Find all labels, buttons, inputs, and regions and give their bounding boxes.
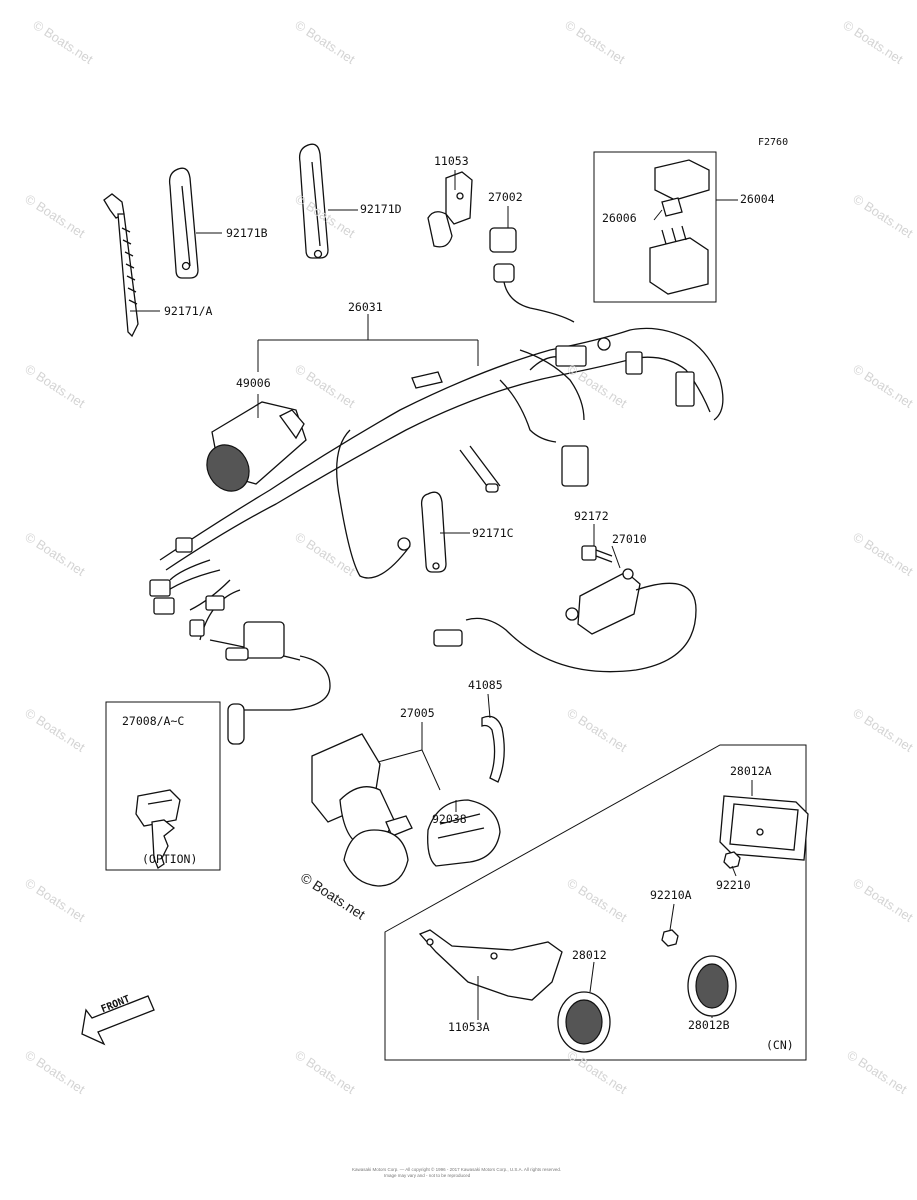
sleeve-49006 xyxy=(206,401,307,492)
nut-92210a xyxy=(661,929,679,947)
callout-27010[interactable]: 27010 xyxy=(612,532,647,546)
callout-26006[interactable]: 26006 xyxy=(602,211,637,225)
cn-note: (CN) xyxy=(766,1038,794,1052)
callout-26004[interactable]: 26004 xyxy=(740,192,775,206)
reflector-plate-28012a xyxy=(719,795,809,861)
switch-27010 xyxy=(433,568,697,673)
key-option-box xyxy=(105,701,221,871)
main-harness-26031 xyxy=(149,327,724,745)
leader-lines xyxy=(130,170,753,1020)
callout-49006[interactable]: 49006 xyxy=(236,376,271,390)
callout-28012a[interactable]: 28012A xyxy=(730,764,772,778)
nut-92210 xyxy=(723,851,741,869)
bracket-11053a xyxy=(418,929,563,1001)
callout-41085[interactable]: 41085 xyxy=(468,678,503,692)
clamp-92171c xyxy=(420,491,447,573)
relay-group-box xyxy=(593,151,717,303)
callout-27005[interactable]: 27005 xyxy=(400,706,435,720)
reflector-28012 xyxy=(557,991,611,1053)
cap-92038 xyxy=(427,799,501,867)
callout-92038[interactable]: 92038 xyxy=(432,812,467,826)
ignition-switch-27005 xyxy=(311,733,413,887)
clamp-92171b xyxy=(168,167,199,279)
callout-92171a[interactable]: 92171/A xyxy=(164,304,213,318)
cable-tie-92171a xyxy=(103,193,139,338)
callout-92172[interactable]: 92172 xyxy=(574,509,609,523)
front-arrow xyxy=(81,995,155,1046)
callout-11053[interactable]: 11053 xyxy=(434,154,469,168)
callout-26031[interactable]: 26031 xyxy=(348,300,383,314)
callout-28012b[interactable]: 28012B xyxy=(688,1018,730,1032)
bracket-11053 xyxy=(427,171,473,248)
callout-28012[interactable]: 28012 xyxy=(572,948,607,962)
footer-line-2: Image may vary and - not to be reproduce… xyxy=(384,1173,471,1178)
callout-27002[interactable]: 27002 xyxy=(488,190,523,204)
footer-line-1: Kawasaki Motors Corp. — All copyright © … xyxy=(352,1167,562,1172)
clamp-92171d xyxy=(298,143,329,259)
callout-11053a[interactable]: 11053A xyxy=(448,1020,490,1034)
relay-26004 xyxy=(649,159,710,295)
callout-92210a[interactable]: 92210A xyxy=(650,888,692,902)
connector-27002 xyxy=(489,227,575,323)
callout-92171d[interactable]: 92171D xyxy=(360,202,402,216)
reflector-28012b xyxy=(687,955,737,1017)
cn-reflector-group-box xyxy=(384,744,807,1061)
callout-92171b[interactable]: 92171B xyxy=(226,226,268,240)
bolt-92172 xyxy=(581,545,613,563)
callout-27008[interactable]: 27008/A~C xyxy=(122,714,185,728)
option-note: (OPTION) xyxy=(142,852,198,866)
figure-code: F2760 xyxy=(758,137,789,148)
clip-41085 xyxy=(481,715,505,783)
callout-92171c[interactable]: 92171C xyxy=(472,526,514,540)
key-27008 xyxy=(135,789,181,869)
callout-92210[interactable]: 92210 xyxy=(716,878,751,892)
